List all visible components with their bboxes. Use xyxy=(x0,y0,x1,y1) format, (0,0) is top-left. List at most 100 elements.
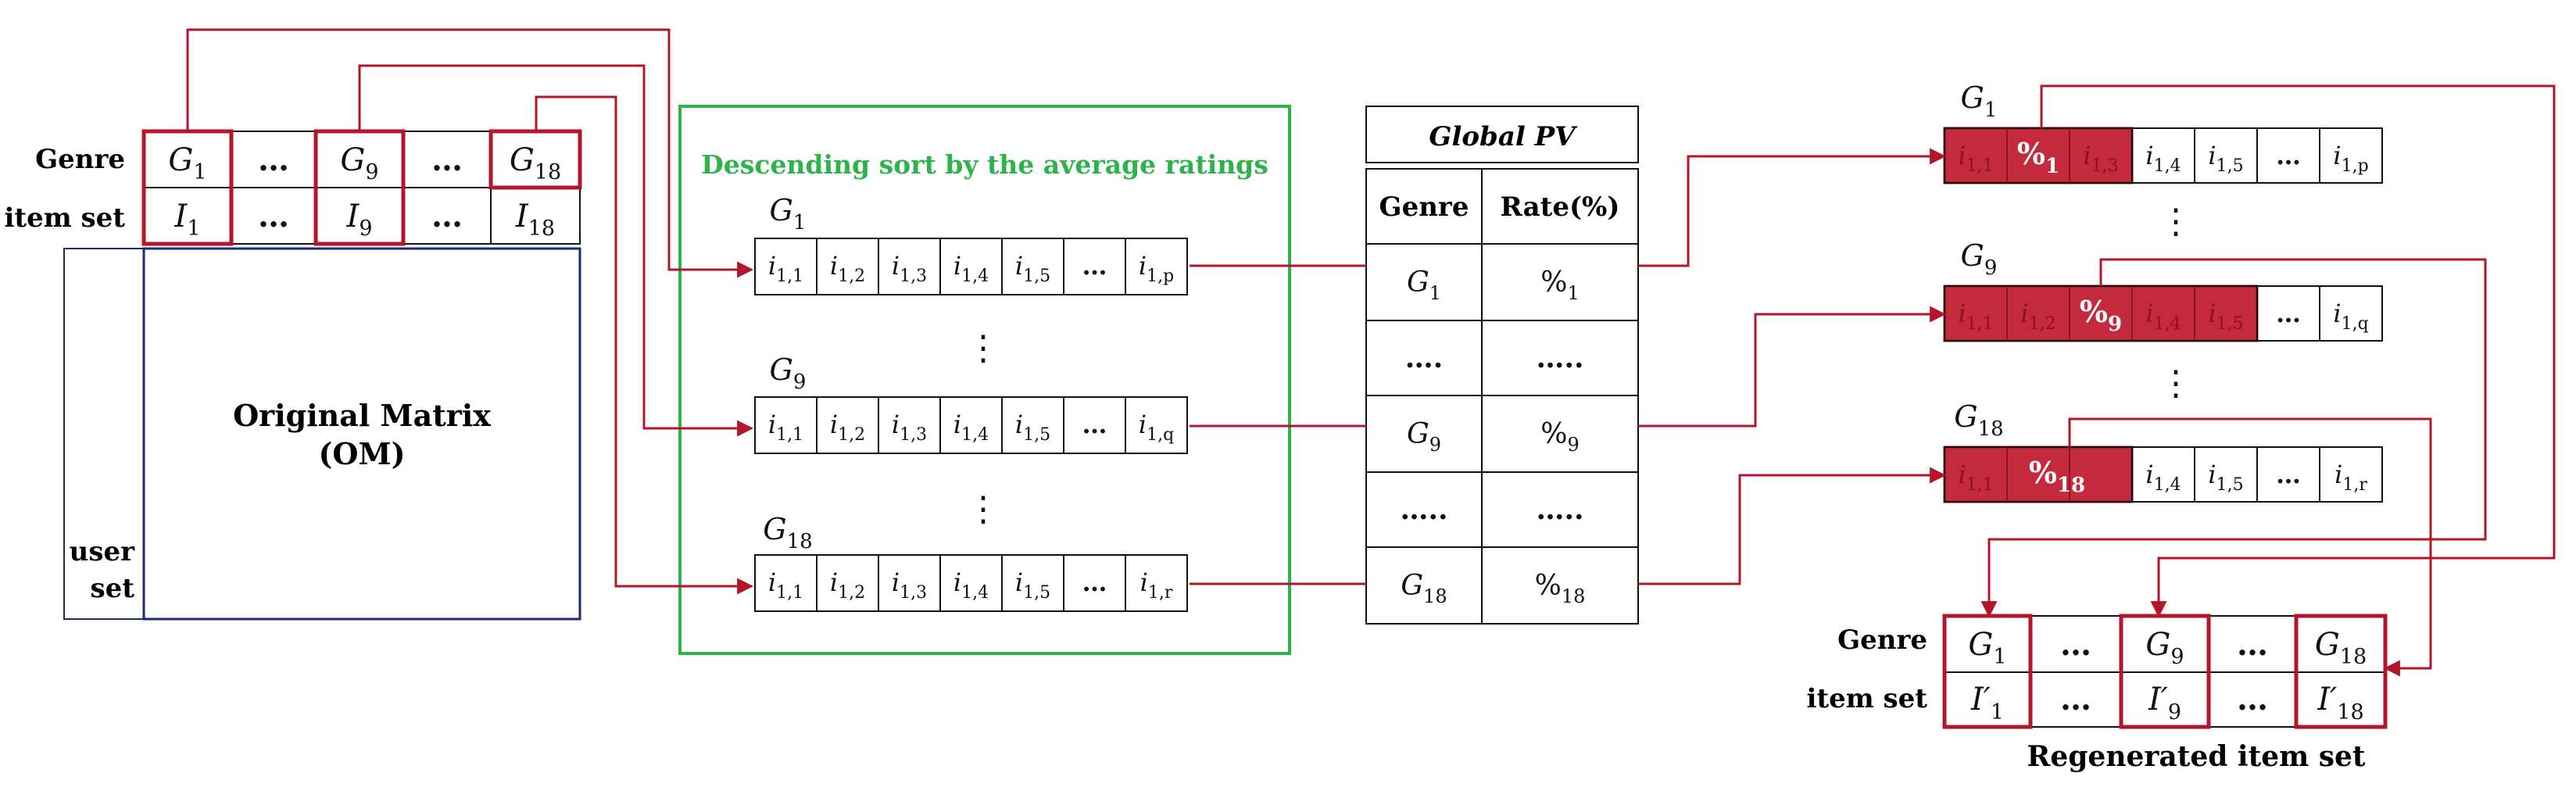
regen-item-cell: i1,5 xyxy=(2208,141,2243,176)
user-set-label-line2: set xyxy=(91,573,135,604)
sort-box-title: Descending sort by the average ratings xyxy=(701,149,1268,180)
sorted-item-cell: i1,4 xyxy=(953,251,989,286)
arrow-g1-to-sorted xyxy=(186,28,754,278)
final-item-set-cell: … xyxy=(2060,681,2091,718)
final-genre-cell: … xyxy=(2237,626,2268,663)
regen-item-cell: i1,4 xyxy=(2145,460,2181,495)
pv-rate-cell: %1 xyxy=(1540,267,1580,304)
arrow-pv-g1-to-regen xyxy=(1638,148,1947,267)
regen-item-cell: i1,q xyxy=(2333,299,2368,334)
final-genre-row-label: Genre xyxy=(1837,625,1927,656)
user-set-label-line1: user xyxy=(70,536,135,567)
pv-rate-cell: ….. xyxy=(1536,342,1583,374)
arrow-regen-g9-to-final xyxy=(1980,258,2487,618)
regen-item-cell: i1,1 xyxy=(1958,141,1993,176)
global-pv-title-box xyxy=(1365,106,1639,163)
pv-genre-cell: G1 xyxy=(1407,267,1441,304)
sorted-item-cell: i1,1 xyxy=(768,251,803,286)
genre-row-label: Genre xyxy=(35,144,125,175)
genre-cell: G18 xyxy=(510,142,561,184)
regenerated-item-rows: G1 i1,1 %1 i1,3 i1,4 i1,5 … i1,pG9 i1,1 i1,2 %9 i1,… xyxy=(1943,81,2383,503)
final-genre-cell: G9 xyxy=(2145,627,2184,669)
regen-item-cell: … xyxy=(2276,299,2301,328)
regen-item-cell: i1,5 xyxy=(2208,460,2243,495)
sorted-item-cell: i1,5 xyxy=(1015,410,1050,445)
regen-item-cell: i1,1 xyxy=(1958,299,1993,334)
regen-item-cell: i1,3 xyxy=(2083,141,2118,176)
pv-header: Rate(%) xyxy=(1501,191,1620,223)
pv-genre-cell: G18 xyxy=(1401,570,1447,607)
item-set-cell: I1 xyxy=(174,199,201,241)
sorted-item-cell: i1,4 xyxy=(953,567,989,603)
regen-item-cell: i1,1 xyxy=(1958,460,1993,495)
regen-row-genre-label: G1 xyxy=(1961,81,1998,122)
genre-cell: G9 xyxy=(340,142,378,184)
sorted-item-cell: i1,5 xyxy=(1015,567,1050,603)
global-pv-title: Global PV xyxy=(1429,121,1578,152)
pv-rate-cell: %9 xyxy=(1540,418,1580,456)
connector-arrows xyxy=(186,28,2556,677)
sorted-item-cell: i1,3 xyxy=(892,410,927,445)
vertical-ellipsis: ⋮ xyxy=(2159,202,2193,242)
regenerated-item-set-caption: Regenerated item set xyxy=(2027,740,2366,773)
pv-rate-cell: %18 xyxy=(1535,570,1586,607)
genre-cell: G1 xyxy=(168,142,206,184)
arrow-regen-g18-to-final xyxy=(2068,417,2432,677)
regen-item-cell: i1,4 xyxy=(2145,141,2181,176)
original-matrix-outer xyxy=(63,248,581,620)
regen-item-cell: … xyxy=(2276,141,2301,170)
regenerated-rows-block: G1 i1,1 %1 i1,3 i1,4 i1,5 … i1,pG9 i1,1 i1,2 %9 i1,… xyxy=(1943,81,2383,503)
original-matrix-subtitle: (OM) xyxy=(318,436,405,471)
regen-row-genre-label: G18 xyxy=(1954,399,2003,441)
sorted-item-cell: i1,4 xyxy=(953,410,989,445)
final-item-set-cell: I′18 xyxy=(2317,682,2363,725)
regen-item-cell: i1,p xyxy=(2333,141,2368,176)
sorted-item-cell: i1,5 xyxy=(1015,251,1050,286)
regen-item-cell: i1,2 xyxy=(2020,299,2055,334)
original-matrix-title: Original Matrix xyxy=(233,398,491,433)
sorted-item-cell: i1,r xyxy=(1140,567,1173,603)
sorted-row-border xyxy=(754,238,1188,295)
pv-header: Genre xyxy=(1379,191,1469,223)
genre-cell: … xyxy=(258,141,289,178)
sorted-item-cell: i1,2 xyxy=(830,251,865,286)
vertical-ellipsis: ⋮ xyxy=(2159,363,2193,403)
sorted-item-cell: i1,3 xyxy=(892,251,927,286)
regen-item-cell: … xyxy=(2276,460,2301,489)
sorted-row-genre-label: G9 xyxy=(770,353,807,394)
final-genre-cell: G18 xyxy=(2315,627,2367,669)
sorted-row-border xyxy=(754,554,1188,612)
pv-rate-cell: ….. xyxy=(1536,493,1583,526)
sorted-item-cell: … xyxy=(1082,410,1107,439)
regen-row-genre-label: G9 xyxy=(1961,238,1998,280)
item-set-row-label: item set xyxy=(4,202,125,234)
descending-sort-block: Descending sort by the average ratings G… xyxy=(678,105,1291,655)
final-genre-cell: … xyxy=(2060,626,2091,663)
regen-rate-cell: %1 xyxy=(2017,136,2059,178)
original-matrix-inner xyxy=(142,247,581,621)
arrow-pv-g9-to-regen xyxy=(1638,306,1947,428)
pv-genre-cell: …. xyxy=(1405,342,1444,374)
final-item-set-cell: … xyxy=(2237,681,2268,718)
final-genre-cell: G1 xyxy=(1968,627,2006,669)
sorted-item-cell: i1,2 xyxy=(830,410,865,445)
final-item-set-cell: I′9 xyxy=(2148,682,2181,725)
regen-item-cell: i1,4 xyxy=(2145,299,2181,334)
regen-item-cell: i1,5 xyxy=(2208,299,2243,334)
regen-rate-cell: %9 xyxy=(2080,294,2122,336)
sorted-item-cell: i1,2 xyxy=(830,567,865,603)
sorted-row-genre-label: G18 xyxy=(763,512,812,553)
sorted-row-border xyxy=(754,396,1188,454)
vertical-ellipsis: ⋮ xyxy=(966,489,1000,529)
arrow-regen-g1-to-final xyxy=(2040,84,2556,618)
item-set-cell: … xyxy=(431,198,463,234)
sorted-item-cell: i1,1 xyxy=(768,567,803,603)
final-item-set-row-label: item set xyxy=(1806,683,1927,714)
